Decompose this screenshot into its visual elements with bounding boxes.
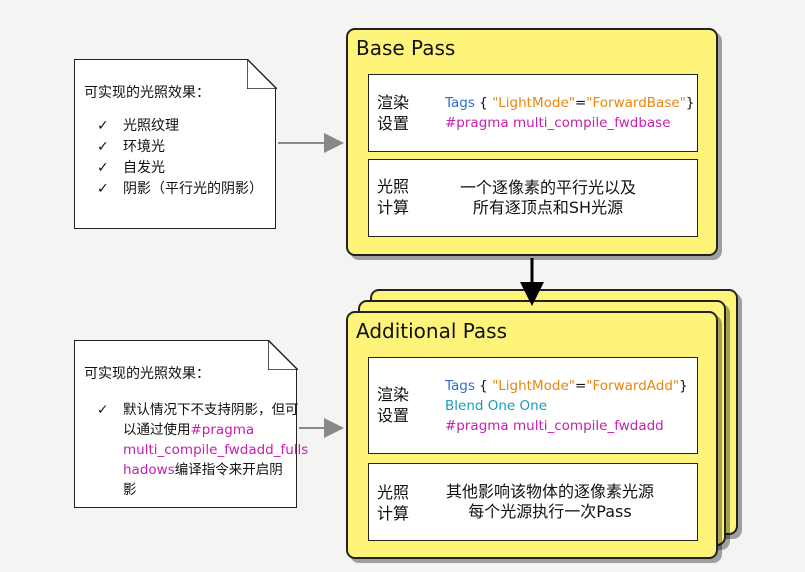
additional-pass-effects-note: 可实现的光照效果： ✓ 默认情况下不支持阴影，但可以通过使用#pragma mu… <box>74 339 309 508</box>
list-item: ✓光照纹理 <box>97 116 263 137</box>
base-pass-effects-note: 可实现的光照效果： ✓光照纹理 ✓环境光 ✓自发光 ✓阴影（平行光的阴影） <box>74 58 277 229</box>
base-pass-title: Base Pass <box>356 36 456 60</box>
add-render-settings: 渲染设置 Tags { "LightMode"="ForwardAdd"} Bl… <box>368 357 698 454</box>
base-render-settings: 渲染设置 Tags { "LightMode"="ForwardBase"} #… <box>368 74 698 152</box>
check-icon: ✓ <box>97 181 109 197</box>
lighting-calc-label: 光照计算 <box>377 177 410 217</box>
add-note-title: 可实现的光照效果： <box>84 366 210 382</box>
page-fold-icon <box>246 58 277 89</box>
base-calc-desc: 一个逐像素的平行光以及所有逐顶点和SH光源 <box>459 178 636 217</box>
add-lighting-calc: 光照计算 其他影响该物体的逐像素光源每个光源执行一次Pass <box>368 463 698 541</box>
base-render-code: Tags { "LightMode"="ForwardBase"} #pragm… <box>445 95 695 131</box>
render-settings-label: 渲染设置 <box>377 385 410 425</box>
additional-pass-title: Additional Pass <box>356 319 508 343</box>
add-note-item: ✓ 默认情况下不支持阴影，但可以通过使用#pragma multi_compil… <box>97 402 309 498</box>
check-icon: ✓ <box>97 139 109 155</box>
check-icon: ✓ <box>97 118 109 134</box>
page-fold-icon <box>267 339 298 370</box>
check-icon: ✓ <box>97 160 109 176</box>
base-note-title: 可实现的光照效果： <box>84 85 210 101</box>
list-item: ✓环境光 <box>97 137 263 158</box>
lighting-calc-label: 光照计算 <box>377 483 410 523</box>
list-item: ✓自发光 <box>97 158 263 179</box>
base-lighting-calc: 光照计算 一个逐像素的平行光以及所有逐顶点和SH光源 <box>368 159 698 237</box>
add-calc-desc: 其他影响该物体的逐像素光源每个光源执行一次Pass <box>445 482 654 521</box>
base-pass-box: Base Pass 渲染设置 Tags { "LightMode"="Forwa… <box>346 28 718 256</box>
render-settings-label: 渲染设置 <box>377 93 410 133</box>
additional-pass-box: Additional Pass 渲染设置 Tags { "LightMode"=… <box>346 311 718 559</box>
check-icon: ✓ <box>97 402 109 418</box>
add-render-code: Tags { "LightMode"="ForwardAdd"} Blend O… <box>445 378 688 434</box>
base-note-list: ✓光照纹理 ✓环境光 ✓自发光 ✓阴影（平行光的阴影） <box>97 116 263 200</box>
list-item: ✓阴影（平行光的阴影） <box>97 179 263 200</box>
